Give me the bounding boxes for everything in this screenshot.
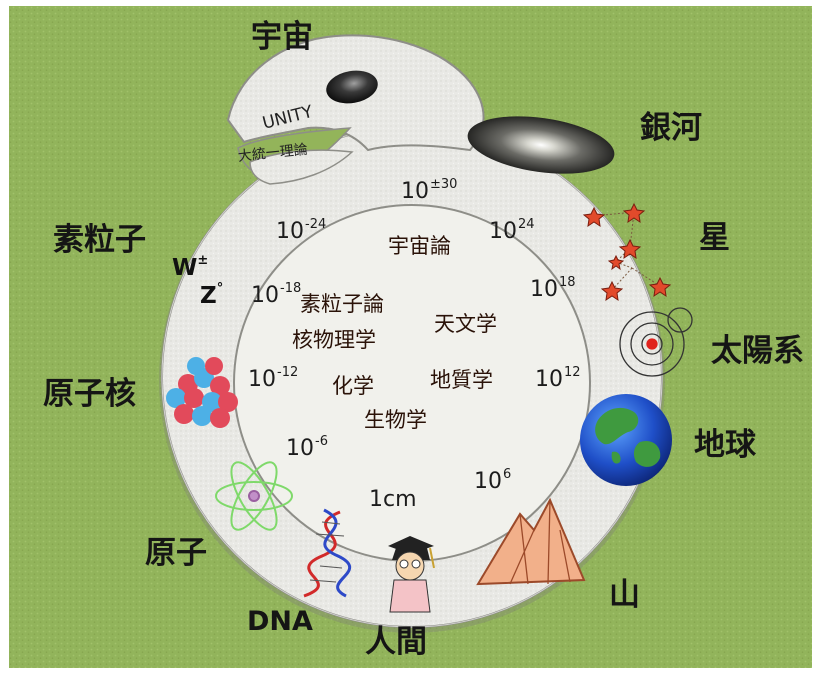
scale-inner-left-2: 10-18 xyxy=(251,281,302,308)
label-human: 人間 xyxy=(365,624,427,660)
label-atom: 原子 xyxy=(145,535,207,571)
scientist-icon xyxy=(388,536,435,613)
constellation-icon xyxy=(582,202,672,302)
galaxy-icon xyxy=(467,116,615,174)
label-star: 星 xyxy=(699,220,730,256)
field-cosmology: 宇宙論 xyxy=(388,234,451,258)
universe-blackhole-icon xyxy=(326,70,378,104)
scale-inner-left-4: 10-6 xyxy=(286,434,328,461)
scale-top: 10±30 xyxy=(401,177,458,204)
mountain-icon xyxy=(476,497,586,586)
label-mountain: 山 xyxy=(609,577,640,613)
scale-inner-right-3: 1012 xyxy=(535,365,581,392)
scale-inner-right-4: 106 xyxy=(474,467,512,494)
field-nuclear-physics: 核物理学 xyxy=(292,328,376,352)
earth-icon xyxy=(580,394,672,486)
snake-tail xyxy=(249,149,354,185)
field-chemistry: 化学 xyxy=(332,374,374,398)
label-z-boson: Z° xyxy=(200,281,224,309)
label-galaxy: 銀河 xyxy=(640,110,702,146)
solar-system-icon xyxy=(619,307,693,377)
scale-inner-right-1: 1024 xyxy=(489,217,535,244)
atom-icon xyxy=(215,461,293,531)
field-astronomy: 天文学 xyxy=(434,312,497,336)
field-biology: 生物学 xyxy=(364,408,427,432)
dna-icon xyxy=(303,508,352,598)
field-geology: 地質学 xyxy=(430,368,493,392)
scale-inner-left-1: 10-24 xyxy=(276,217,327,244)
field-particle-theory: 素粒子論 xyxy=(300,292,384,316)
label-dna: DNA xyxy=(247,606,313,637)
label-nucleus: 原子核 xyxy=(43,376,136,412)
scale-bottom: 1cm xyxy=(369,487,417,512)
label-universe: 宇宙 xyxy=(251,19,313,55)
scale-inner-left-3: 10-12 xyxy=(248,365,299,392)
label-solar-system: 太陽系 xyxy=(711,333,804,369)
label-earth: 地球 xyxy=(694,427,756,463)
scale-inner-right-2: 1018 xyxy=(530,275,576,302)
nucleus-icon xyxy=(166,357,238,428)
label-particle: 素粒子 xyxy=(53,222,146,258)
label-w-boson: W± xyxy=(172,253,209,281)
